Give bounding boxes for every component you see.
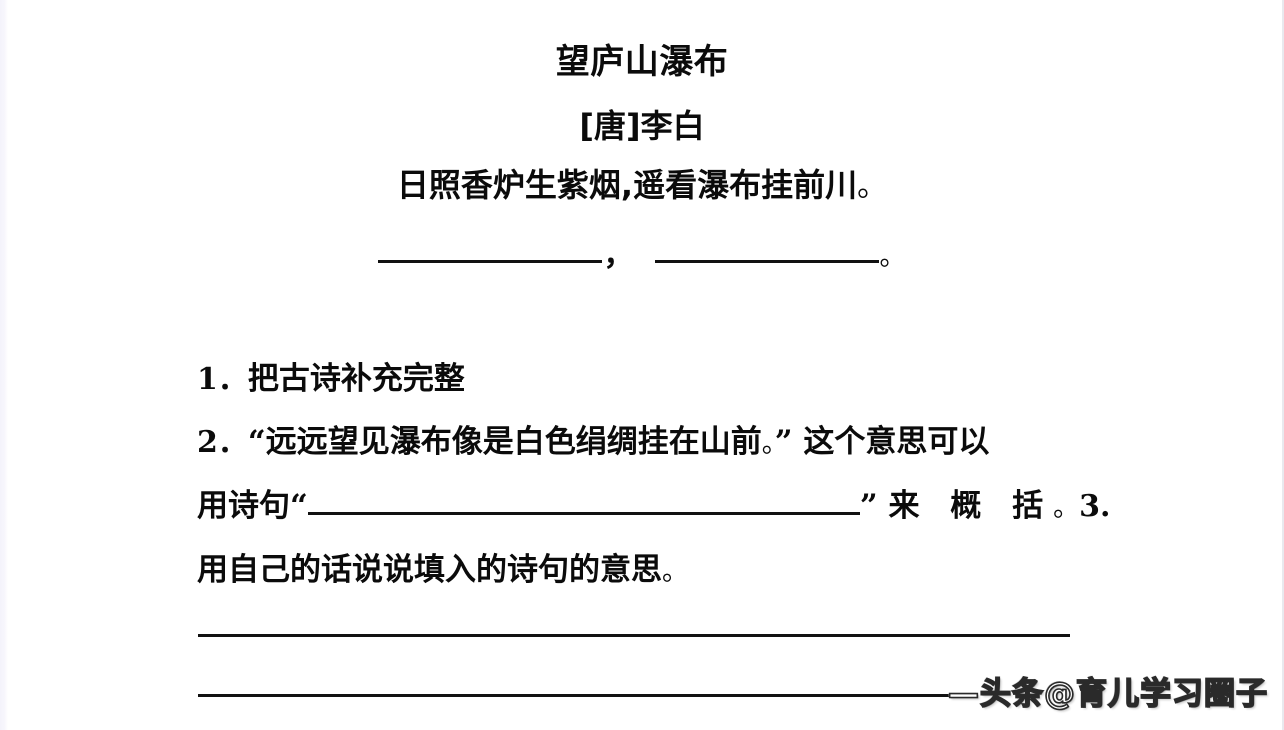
question-2-continuation-prefix: 用诗句 xyxy=(197,488,290,524)
answer-line-1[interactable] xyxy=(198,634,1070,637)
question-2-open-quote: “ xyxy=(247,424,266,460)
poem-line-2-period: 。 xyxy=(879,242,906,272)
question-2-close-quote: ” xyxy=(774,424,793,460)
question-3-period: 。 xyxy=(662,557,689,587)
question-3-number: 3. xyxy=(1079,489,1111,524)
poem-blank-first-half[interactable] xyxy=(378,260,603,263)
question-2-text-after: 这个意思可以 xyxy=(803,424,990,460)
question-item-3: 用自己的话说说填入的诗句的意思。 xyxy=(197,539,1137,603)
poem-line-1: 日照香炉生紫烟,遥看瀑布挂前川。 xyxy=(0,163,1282,209)
question-2-continuation-suffix: 来 概 括 xyxy=(888,488,1054,524)
poem-line-1-text: 日照香炉生紫烟,遥看瀑布挂前川 xyxy=(396,166,858,204)
poem-line-2-fill-in: ，。 xyxy=(0,236,1282,277)
question-2-quoted-period: 。 xyxy=(761,429,775,459)
question-2-inline-close-quote: ” xyxy=(859,488,878,524)
poem-blank-second-half[interactable] xyxy=(655,260,880,263)
question-2-answer-blank[interactable] xyxy=(307,512,860,515)
poem-author: [唐]李白 xyxy=(579,107,705,145)
question-2-continuation-period: 。 xyxy=(1053,493,1080,523)
page-left-edge-strip xyxy=(0,0,8,730)
question-2-quoted-text: 远远望见瀑布像是白色绢绸挂在山前 xyxy=(265,424,762,460)
question-1-number: 1． xyxy=(197,362,248,397)
answer-line-2[interactable] xyxy=(198,694,955,697)
question-item-1: 1．把古诗补充完整 xyxy=(197,348,1137,411)
question-2-inline-open-quote: “ xyxy=(290,488,308,524)
question-2-continuation: 用诗句“ ” 来 概 括。3. xyxy=(197,475,1137,539)
poem-title: 望庐山瀑布 xyxy=(555,42,729,82)
question-item-2: 2．“远远望见瀑布像是白色绢绸挂在山前。” 这个意思可以 xyxy=(197,411,1137,475)
poem-line-1-period: 。 xyxy=(857,169,888,204)
question-3-text: 用自己的话说说填入的诗句的意思 xyxy=(197,552,662,588)
question-list: 1．把古诗补充完整 2．“远远望见瀑布像是白色绢绸挂在山前。” 这个意思可以 用… xyxy=(197,348,1137,603)
poem-line-2-comma: ， xyxy=(603,238,634,273)
watermark-text: —头条@育儿学习圈子 xyxy=(947,675,1268,713)
question-2-number: 2． xyxy=(197,425,248,460)
question-1-text: 把古诗补充完整 xyxy=(247,361,465,397)
